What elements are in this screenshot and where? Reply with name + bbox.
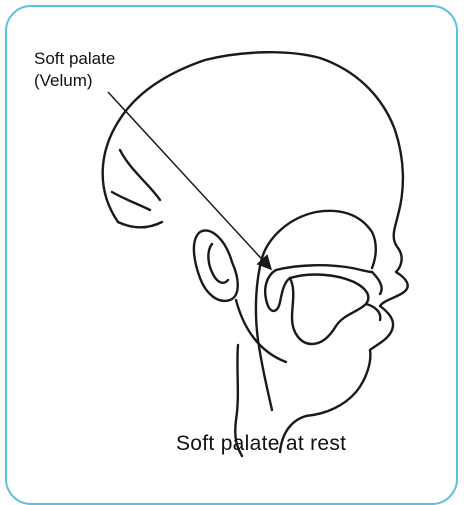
head-profile-illustration [0,0,464,488]
ear-inner [208,244,228,283]
upper-lip [372,272,382,294]
hair-strand [112,192,150,210]
hair-strand [120,150,160,200]
nasal-cavity [262,211,376,268]
label-arrow [108,92,270,268]
face-profile [306,215,408,416]
hard-palate [276,265,372,272]
pharynx-wall [256,258,272,410]
tongue [290,275,368,344]
soft-palate [265,270,290,311]
figure-caption: Soft palate at rest [176,432,346,456]
ear [194,230,238,300]
hair-strand [118,222,162,227]
head-outline [103,52,403,222]
lower-lip [366,304,380,320]
